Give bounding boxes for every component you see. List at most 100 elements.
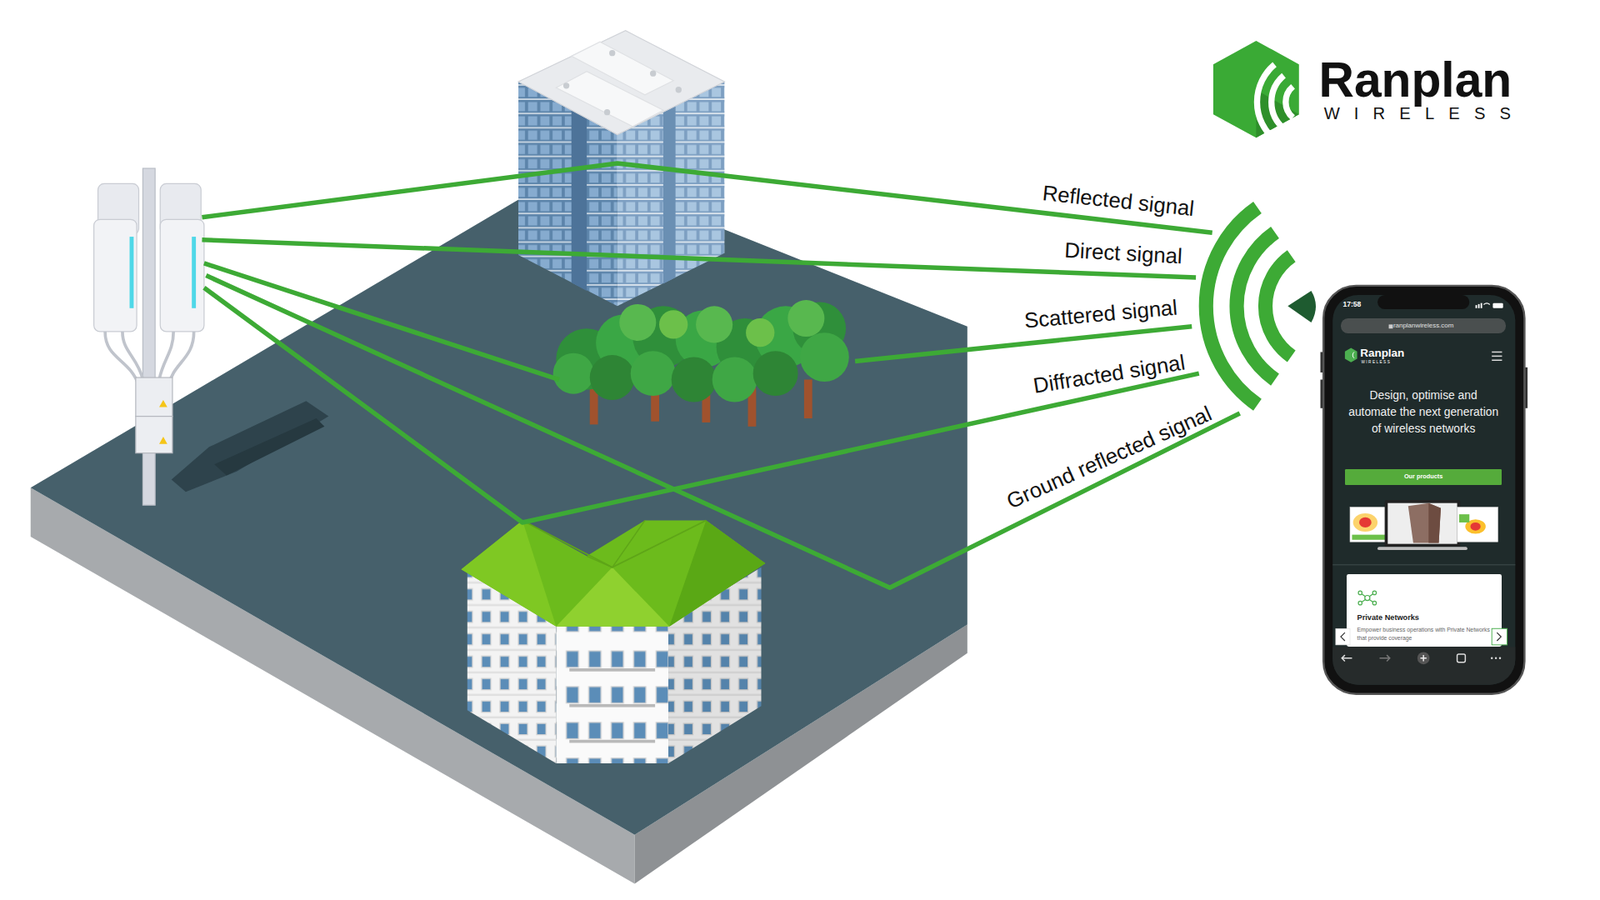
site-logo-subtext: WIRELESS: [1360, 360, 1422, 365]
product-screens: [1377, 546, 1468, 550]
status-icons: [1478, 304, 1480, 309]
antenna-shadow: [171, 400, 330, 492]
antenna-shadow: [214, 418, 325, 476]
browser-nav: [1332, 646, 1515, 685]
tree-group: [787, 300, 825, 337]
low-building: [669, 520, 765, 626]
tree-group: [659, 310, 688, 339]
product-screens: [1359, 517, 1372, 528]
carousel-arrows: [1335, 628, 1350, 645]
logo-mark: [1271, 75, 1285, 130]
low-building: [460, 520, 765, 626]
products-button: Our products: [1345, 469, 1503, 485]
browser-nav: [1495, 657, 1497, 660]
menu-icon: [1491, 360, 1502, 361]
status-icons: [1480, 303, 1483, 309]
phone-logo-icon: [1345, 348, 1358, 363]
office-tower: [675, 86, 682, 93]
low-building: [460, 520, 556, 626]
office-tower: [604, 109, 610, 115]
browser-nav: [1499, 657, 1501, 660]
product-screens: [1351, 535, 1389, 540]
phone-logo-icon: [1352, 351, 1355, 358]
office-tower: [609, 50, 615, 56]
low-building: [586, 520, 645, 567]
status-icons: [1475, 305, 1478, 309]
network-icon: [1372, 590, 1376, 595]
product-screens: [1457, 507, 1499, 543]
product-screens: [1387, 503, 1457, 545]
lock-icon: [1389, 324, 1394, 329]
content-card: Private NetworksEmpower business operati…: [1346, 574, 1502, 647]
network-icon: [1365, 595, 1370, 600]
signal-waves: [1205, 207, 1316, 405]
low-building: [569, 740, 655, 744]
logo-wordmark: Ranplan: [1318, 50, 1512, 110]
tree-group: [695, 305, 733, 343]
carousel-arrows: [1335, 628, 1508, 645]
site-headline: Design, optimise and automate the next g…: [1348, 386, 1500, 437]
signal-label: Direct signal: [1064, 237, 1184, 270]
product-screens: [1332, 564, 1515, 565]
phone-body: [1332, 295, 1515, 685]
antenna-mast: [94, 219, 137, 332]
office-tower: [650, 70, 656, 76]
office-tower: [555, 71, 664, 127]
status-icons: [1492, 303, 1503, 309]
site-logo-text: Ranplan: [1360, 346, 1421, 360]
ground-slab: [30, 168, 968, 835]
tree-group: [553, 300, 850, 427]
url-bar: ranplanwireless.com: [1340, 318, 1506, 334]
browser-nav: [1457, 654, 1466, 663]
product-screens: [1385, 500, 1461, 547]
signal-lines: [201, 240, 1196, 278]
tree-group: [745, 318, 775, 347]
antenna-mast: [135, 416, 173, 454]
low-building: [569, 704, 655, 708]
tree-group: [712, 357, 758, 403]
product-screens: [1459, 514, 1470, 523]
signal-waves: [1236, 232, 1275, 380]
antenna-mast: [160, 219, 205, 332]
browser-nav: [1332, 646, 1515, 685]
logo-mark: [1256, 64, 1275, 140]
phone-body: [1320, 285, 1528, 695]
tree-group: [553, 353, 595, 395]
antenna-mast: [94, 168, 205, 505]
tree-group: [630, 350, 676, 396]
signal-label: Ground reflected signal: [1002, 400, 1215, 514]
antenna-mast: [191, 236, 196, 309]
low-building: [555, 624, 669, 764]
signal-label: Diffracted signal: [1031, 350, 1187, 400]
product-screens: [1408, 503, 1441, 544]
signal-lines: [204, 263, 560, 380]
phone-screen: 17:58RanplanWIRELESS Design, optimise and…: [1332, 295, 1515, 685]
phone-body: [1323, 285, 1525, 695]
antenna-mast: [130, 236, 135, 309]
network-icon: [1358, 600, 1362, 605]
logo-mark: [1213, 40, 1300, 140]
product-screens: [1428, 503, 1441, 544]
signal-label: Reflected signal: [1040, 180, 1195, 222]
office-tower: [563, 82, 570, 89]
signal-waves: [1287, 290, 1316, 323]
carousel-arrows: [1491, 628, 1507, 645]
tree-group: [800, 332, 850, 382]
tree-group: [753, 350, 799, 396]
button-text: Our products: [1345, 473, 1503, 480]
tree-group: [619, 304, 656, 341]
low-building: [569, 668, 655, 672]
signal-waves: [1205, 207, 1258, 405]
browser-nav: [1380, 655, 1390, 661]
browser-nav: [1417, 651, 1430, 665]
office-tower: [571, 110, 587, 291]
ground-slab: [30, 168, 968, 884]
carousel-arrows: [1340, 632, 1345, 641]
status-time: 17:58: [1342, 300, 1374, 310]
status-icons: [1475, 303, 1504, 309]
network-icon: [1361, 594, 1373, 603]
